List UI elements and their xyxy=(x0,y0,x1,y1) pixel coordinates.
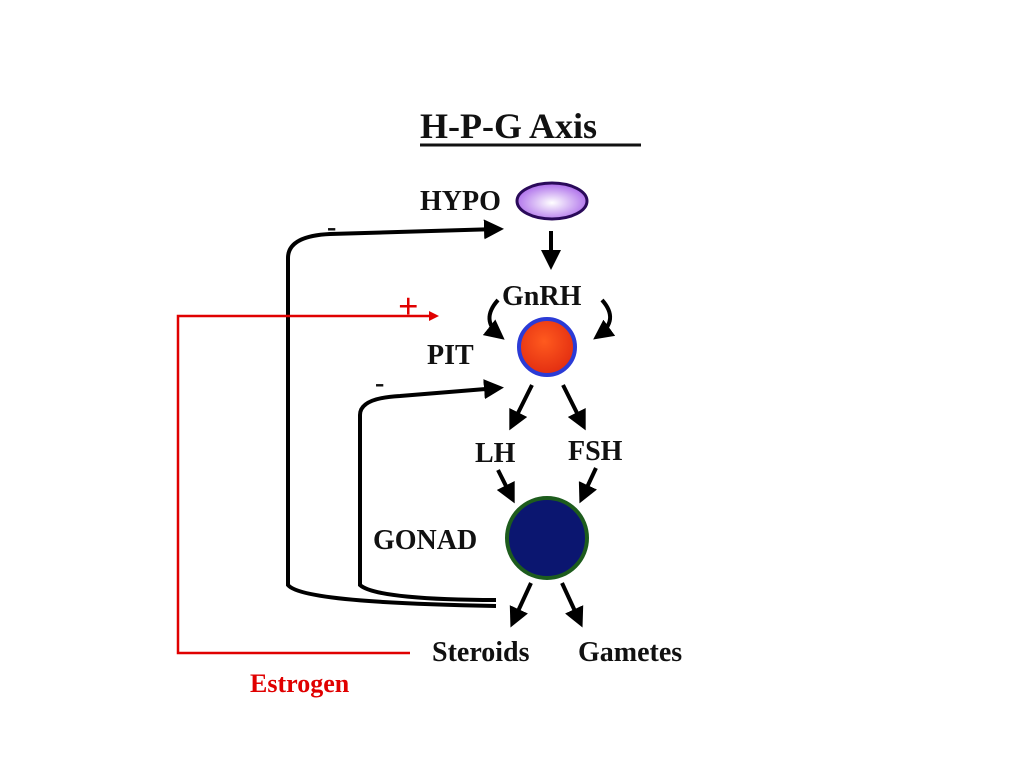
gonad-label: GONAD xyxy=(373,525,477,556)
gonad-node xyxy=(505,496,589,580)
estrogen-positive-feedback-line xyxy=(176,311,439,655)
negative-feedback-hypo-loop xyxy=(286,219,504,608)
pit-to-fsh-arrow xyxy=(561,384,586,431)
negative-sign-hypo: - xyxy=(327,212,336,243)
steroids-label: Steroids xyxy=(432,637,530,668)
negative-sign-pit: - xyxy=(375,368,384,399)
diagram-title: H-P-G Axis xyxy=(420,106,597,146)
fsh-label: FSH xyxy=(568,436,623,467)
pit-to-lh-arrow xyxy=(509,384,534,431)
negative-feedback-pit-loop xyxy=(358,379,504,602)
gnrh-label: GnRH xyxy=(502,281,582,312)
pit-label: PIT xyxy=(427,340,474,371)
lh-to-gonad-arrow xyxy=(496,469,515,504)
gametes-label: Gametes xyxy=(578,637,682,668)
estrogen-label: Estrogen xyxy=(250,669,350,698)
lh-label: LH xyxy=(475,438,516,469)
gonad-to-gametes-arrow xyxy=(560,582,584,628)
gnrh-right-curved-arrow xyxy=(593,298,616,340)
fsh-to-gonad-arrow xyxy=(578,467,598,504)
positive-sign: + xyxy=(398,286,419,326)
hypo-label: HYPO xyxy=(420,186,501,217)
pituitary-node xyxy=(517,317,577,377)
gnrh-left-curved-arrow xyxy=(482,298,505,340)
hypothalamus-node xyxy=(515,181,589,221)
gonad-to-steroids-arrow xyxy=(509,582,533,628)
